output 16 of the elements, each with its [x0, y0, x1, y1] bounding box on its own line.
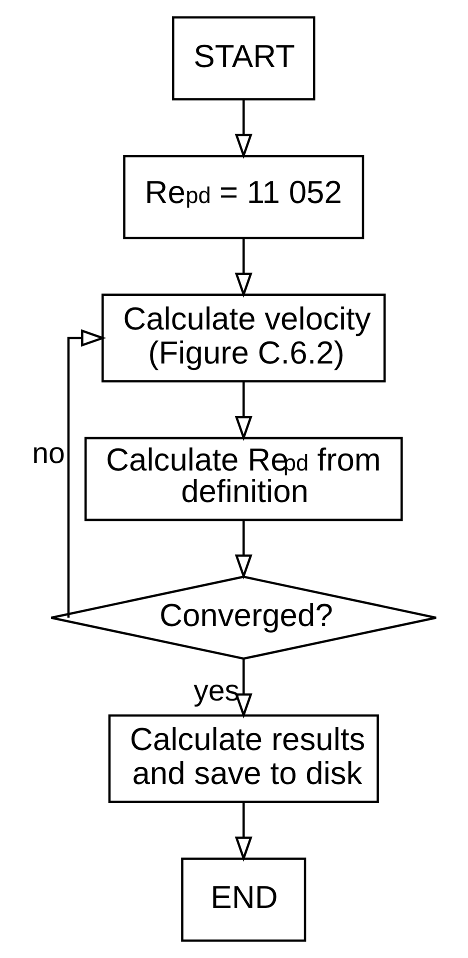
- node-box: Calculate results and save to disk: [108, 714, 379, 804]
- arrow: [234, 659, 252, 718]
- node-box: START: [172, 16, 316, 100]
- node-box: Calculate Repd from definition: [84, 436, 403, 522]
- node-box: END: [181, 858, 306, 942]
- node-diamond: Converged?: [50, 576, 438, 660]
- arrow: [67, 329, 106, 618]
- edge-label: no: [32, 436, 65, 470]
- arrow: [234, 382, 252, 442]
- edge-label: yes: [194, 674, 240, 708]
- node-box: Calculate velocity (Figure C.6.2): [102, 294, 386, 382]
- node-box: Repd = 11 052: [123, 154, 364, 240]
- arrow: [234, 802, 252, 862]
- arrow: [234, 100, 252, 159]
- arrow: [234, 520, 252, 580]
- arrow: [234, 238, 252, 298]
